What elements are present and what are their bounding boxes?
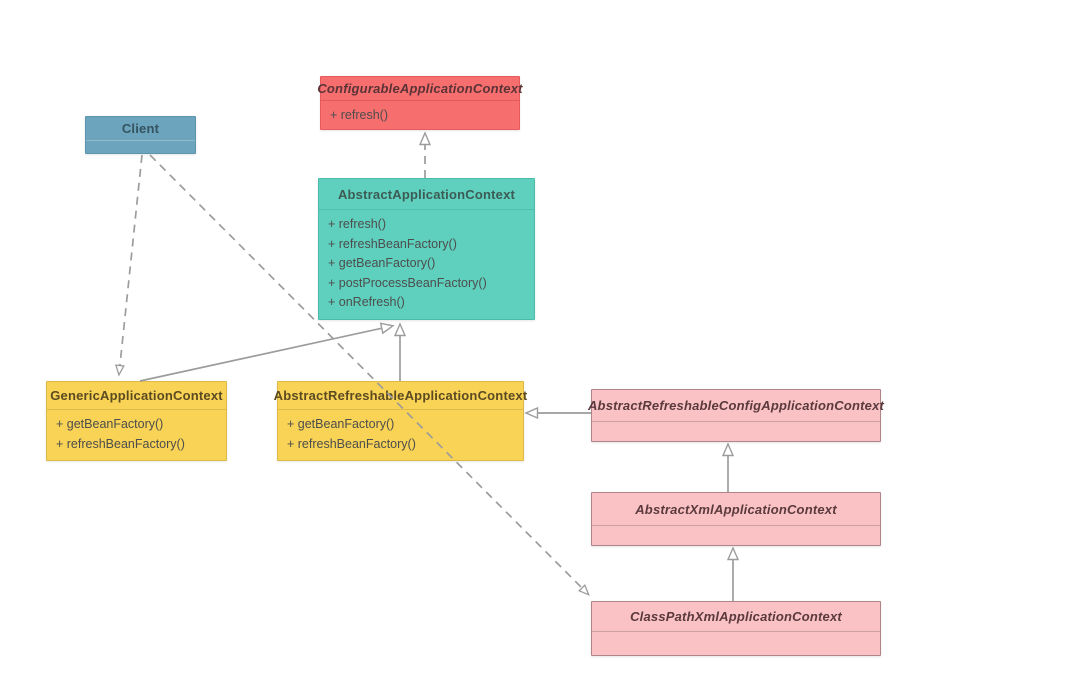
class-abstract-refreshable-application-context[interactable]: AbstractRefreshableApplicationContext+ g… xyxy=(274,381,527,461)
class-abstract-refreshable-config-application-context[interactable]: AbstractRefreshableConfigApplicationCont… xyxy=(588,389,884,442)
class-body: + getBeanFactory() + refreshBeanFactory() xyxy=(47,410,226,460)
class-title: ConfigurableApplicationContext xyxy=(317,77,522,101)
class-title: Client xyxy=(86,117,195,141)
class-method: + getBeanFactory() xyxy=(56,417,164,431)
class-method: + refreshBeanFactory() xyxy=(328,236,457,251)
class-method: + refresh() xyxy=(328,217,387,231)
class-configurable-application-context[interactable]: ConfigurableApplicationContext + refresh(… xyxy=(317,76,522,130)
class-title: ClassPathXmlApplicationContext xyxy=(592,602,880,632)
class-body: + refresh() + refreshBeanFactory() + getBe… xyxy=(319,210,534,319)
class-classpath-xml-application-context[interactable]: ClassPathXmlApplicationContext xyxy=(591,601,881,656)
class-title: AbstractRefreshableApplicationContext xyxy=(274,382,527,410)
class-method: + onRefresh() xyxy=(328,295,405,309)
class-title: AbstractRefreshableConfigApplicationCont… xyxy=(588,390,884,422)
class-method: + postProcessBeanFactory() xyxy=(328,275,487,290)
class-generic-application-context[interactable]: GenericApplicationContext+ getBeanFactor… xyxy=(46,381,227,461)
edge-generic-extends-abstract xyxy=(139,326,392,382)
class-abstract-application-context[interactable]: AbstractApplicationContext+ refresh()+ r… xyxy=(318,178,535,320)
class-title: GenericApplicationContext xyxy=(47,382,226,410)
edge-client-uses-generic xyxy=(119,154,143,374)
class-title: AbstractXmlApplicationContext xyxy=(592,493,880,526)
class-title: AbstractApplicationContext xyxy=(319,179,534,210)
class-body xyxy=(592,632,880,655)
class-body: + getBeanFactory() + refreshBeanFactory() xyxy=(278,410,523,460)
class-method: + refresh() xyxy=(330,108,389,122)
class-body xyxy=(592,422,880,441)
class-method: + refreshBeanFactory() xyxy=(56,436,185,451)
class-body xyxy=(86,141,195,153)
class-body xyxy=(592,526,880,545)
class-client[interactable]: Client xyxy=(85,116,196,154)
class-body: + refresh() xyxy=(321,101,519,129)
class-method: + getBeanFactory() xyxy=(328,256,436,270)
class-abstract-xml-application-context[interactable]: AbstractXmlApplicationContext xyxy=(591,492,881,546)
class-method: + getBeanFactory() xyxy=(287,417,395,431)
class-method: + refreshBeanFactory() xyxy=(287,436,416,451)
